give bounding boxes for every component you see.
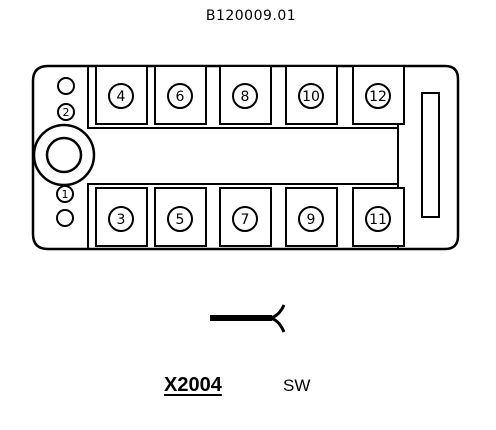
pin-label: 5 [176, 212, 185, 228]
wire-color-code: SW [283, 376, 311, 395]
figure-id: B120009.01 [205, 8, 297, 24]
latch-slot [421, 92, 440, 218]
pin-label: 9 [307, 212, 316, 228]
pin-box-top-2 [154, 65, 207, 125]
pin-label: 7 [241, 212, 250, 228]
side-pin-lower [56, 185, 74, 203]
connector-housing [31, 64, 460, 251]
side-pin-upper [57, 103, 75, 121]
side-pin-lower-b [56, 209, 74, 227]
pin-label: 11 [369, 212, 387, 228]
locking-hole [45, 136, 83, 174]
pin-row-bottom: 3 5 7 9 11 [95, 187, 405, 247]
pin-label: 3 [117, 212, 126, 228]
side-pin-lower-label: 1 [62, 188, 69, 201]
pin-label: 12 [369, 89, 387, 105]
wire-connector-icon [210, 304, 286, 333]
connector-label: X2004 [164, 374, 222, 396]
pin-label: 6 [176, 89, 185, 105]
side-pin-upper-a [57, 77, 75, 95]
pin-label: 8 [241, 89, 250, 105]
side-pin-upper-label: 2 [63, 106, 70, 119]
pin-row-top: 4 6 8 10 12 [95, 65, 405, 125]
pin-label: 10 [302, 89, 320, 105]
pin-label: 4 [117, 89, 126, 105]
